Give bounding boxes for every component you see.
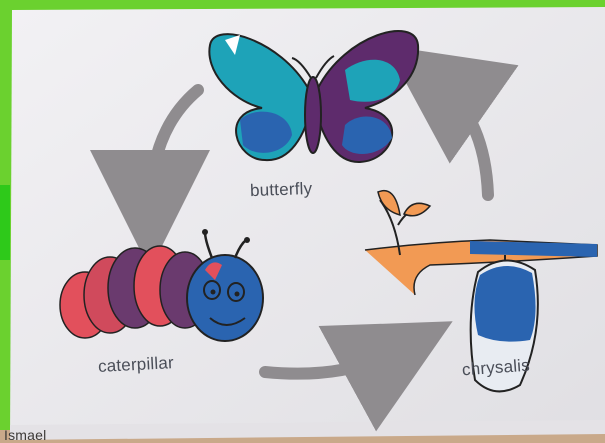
label-butterfly: butterfly <box>250 179 313 201</box>
label-caterpillar: caterpillar <box>98 353 175 377</box>
left-frame-strip <box>0 185 10 260</box>
student-name: Ismael <box>4 427 46 443</box>
